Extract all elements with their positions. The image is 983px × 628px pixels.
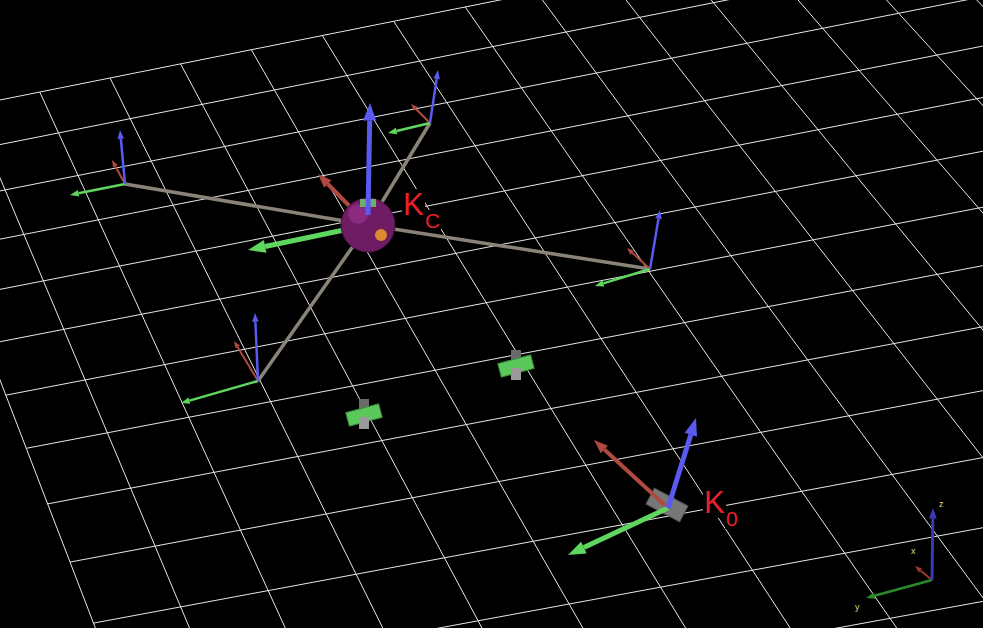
x-axis-head bbox=[234, 341, 240, 348]
grid-line bbox=[6, 176, 983, 395]
grid-line bbox=[537, 0, 983, 628]
x-axis-head bbox=[411, 104, 418, 111]
grid-line bbox=[144, 513, 983, 628]
cable-arm bbox=[125, 184, 368, 225]
grid-line bbox=[26, 226, 983, 449]
z-axis-head bbox=[363, 103, 376, 121]
grid-line bbox=[609, 0, 983, 628]
grid-line bbox=[754, 0, 983, 628]
y-axis-head bbox=[388, 128, 397, 134]
y-axis-head bbox=[866, 593, 875, 599]
z-axis-shaft bbox=[121, 139, 125, 184]
frame-subscript: 0 bbox=[725, 508, 739, 529]
z-axis-shaft bbox=[931, 518, 935, 580]
grid-line bbox=[0, 0, 937, 161]
grid-line bbox=[110, 78, 492, 628]
frame-name: K bbox=[402, 189, 425, 220]
z-axis-shaft bbox=[255, 322, 258, 381]
z-axis-head bbox=[118, 130, 124, 139]
marker-post bbox=[359, 417, 369, 429]
grid-line bbox=[118, 449, 983, 628]
z-axis-shaft bbox=[430, 79, 437, 123]
y-axis-shaft bbox=[189, 381, 258, 401]
grid-line bbox=[0, 106, 297, 628]
grid-line bbox=[827, 0, 983, 628]
z-axis-head bbox=[685, 418, 697, 437]
x-axis-shaft bbox=[604, 449, 668, 508]
frame-subscript: C bbox=[424, 210, 441, 231]
x-axis-shaft bbox=[416, 109, 430, 123]
grid-line bbox=[394, 21, 888, 628]
x-axis-shaft bbox=[238, 347, 258, 381]
y-axis-head bbox=[568, 542, 587, 555]
y-axis-head bbox=[595, 280, 604, 286]
grid-line bbox=[48, 277, 983, 503]
grid-line bbox=[900, 0, 983, 628]
axis-letter: y bbox=[854, 603, 861, 612]
z-axis-head bbox=[929, 508, 937, 519]
y-axis-head bbox=[70, 190, 79, 196]
y-axis-shaft bbox=[397, 123, 430, 131]
grid-line bbox=[0, 83, 983, 295]
x-axis-head bbox=[627, 248, 634, 255]
grid-line bbox=[181, 64, 590, 628]
z-axis-head bbox=[655, 210, 661, 219]
grid-line bbox=[0, 120, 200, 628]
y-axis-head bbox=[181, 397, 190, 403]
frame-name: K bbox=[703, 487, 726, 518]
x-axis-shaft bbox=[920, 570, 932, 580]
z-axis-head bbox=[252, 313, 258, 322]
x-axis-head bbox=[915, 566, 922, 572]
grid-line bbox=[681, 0, 983, 628]
z-axis-shaft bbox=[650, 219, 659, 269]
grid-line bbox=[0, 40, 983, 249]
y-axis-shaft bbox=[79, 184, 125, 193]
marker-post bbox=[511, 368, 521, 380]
grid-line bbox=[171, 580, 983, 628]
grid-line bbox=[94, 389, 983, 623]
y-axis-head bbox=[248, 240, 266, 253]
grid-line bbox=[251, 50, 688, 628]
cable-arm bbox=[368, 225, 650, 269]
x-axis-shaft bbox=[632, 253, 650, 269]
cable-arm bbox=[258, 225, 368, 381]
y-axis-shaft bbox=[603, 269, 650, 283]
z-axis-shaft bbox=[668, 435, 691, 508]
frames bbox=[70, 70, 937, 599]
x-axis-head bbox=[112, 160, 118, 167]
grid-line bbox=[0, 0, 975, 204]
y-axis-shaft bbox=[584, 508, 668, 548]
x-axis-head bbox=[318, 174, 332, 188]
axis-letter: z bbox=[938, 500, 945, 509]
hub-port bbox=[375, 229, 387, 241]
axis-letter: x bbox=[910, 547, 917, 556]
grid-line bbox=[465, 7, 983, 628]
y-axis-shaft bbox=[874, 580, 932, 596]
grid-line bbox=[322, 36, 788, 628]
z-axis-shaft bbox=[368, 120, 370, 215]
x-axis-head bbox=[594, 440, 608, 453]
z-axis-head bbox=[433, 70, 439, 79]
grid-line bbox=[70, 332, 983, 562]
